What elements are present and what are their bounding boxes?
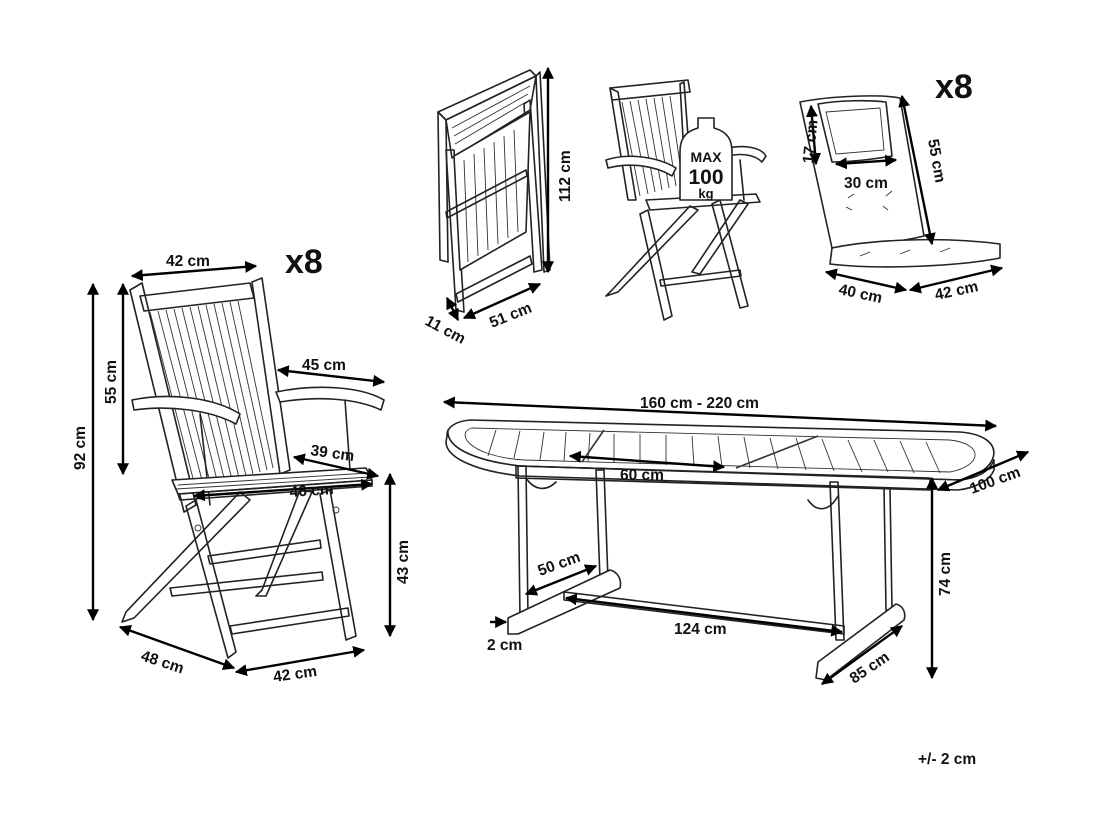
cushion-seat-depth-line bbox=[824, 268, 908, 294]
max-weight-unit: kg bbox=[698, 186, 713, 201]
seat-width-line bbox=[192, 478, 374, 502]
max-weight-value: 100 bbox=[688, 166, 723, 189]
leg-clearance-line bbox=[524, 564, 598, 596]
tolerance-note: +/- 2 cm bbox=[918, 751, 976, 768]
chair-base-width-label: 42 cm bbox=[272, 663, 318, 686]
armrest-length-label: 45 cm bbox=[302, 357, 346, 374]
cushion-quantity: x8 bbox=[935, 68, 973, 106]
table-height-label: 74 cm bbox=[937, 552, 954, 596]
table-length-label: 160 cm - 220 cm bbox=[640, 395, 759, 412]
folded-thickness-label: 11 cm bbox=[422, 313, 468, 348]
seat-height-label: 43 cm bbox=[395, 540, 412, 584]
cushion-seat-width-line bbox=[908, 264, 1004, 294]
folded-thickness-line bbox=[445, 296, 460, 322]
seat-width-label: 46 cm bbox=[289, 481, 334, 501]
max-label: MAX bbox=[690, 149, 722, 165]
table-length-line bbox=[442, 396, 998, 432]
cushion-drawing bbox=[799, 95, 1001, 268]
loaded-chair-drawing: MAX 100 kg bbox=[605, 79, 767, 321]
stretcher-length-label: 124 cm bbox=[674, 621, 727, 638]
leg-span-line bbox=[821, 625, 903, 685]
table-extension-label: 60 cm bbox=[620, 467, 664, 484]
folded-depth-line bbox=[462, 282, 542, 320]
cushion-back-height-line bbox=[898, 94, 936, 246]
folded-height-label: 112 cm bbox=[557, 150, 574, 202]
table-drawing bbox=[445, 419, 995, 681]
pillow-width-label: 30 cm bbox=[844, 175, 888, 192]
cushion-seat-depth-label: 40 cm bbox=[837, 281, 884, 307]
chair-back-height-label: 55 cm bbox=[103, 360, 120, 404]
chair-base-depth-line bbox=[118, 625, 236, 670]
foot-thickness-label: 2 cm bbox=[487, 637, 522, 654]
table-width-line bbox=[936, 450, 1030, 492]
chair-total-height-label: 92 cm bbox=[72, 426, 89, 470]
stretcher-length-line bbox=[564, 593, 844, 637]
chair-back-width-label: 42 cm bbox=[166, 253, 210, 270]
folded-chair-drawing bbox=[437, 69, 551, 313]
pillow-width-line bbox=[834, 154, 898, 170]
pillow-height-label: 17 cm bbox=[800, 119, 822, 164]
armrest-length-line bbox=[276, 365, 386, 387]
seat-depth-label: 39 cm bbox=[309, 442, 355, 465]
chair-back-width-line bbox=[130, 260, 258, 282]
chair-base-depth-label: 48 cm bbox=[139, 648, 186, 678]
pillow-height-line bbox=[805, 104, 822, 166]
seat-depth-line bbox=[292, 453, 380, 480]
chair-quantity: x8 bbox=[285, 243, 323, 281]
chair-base-width-line bbox=[234, 645, 366, 677]
cushion-back-height-label: 55 cm bbox=[924, 138, 948, 184]
table-extension-line bbox=[568, 450, 726, 473]
